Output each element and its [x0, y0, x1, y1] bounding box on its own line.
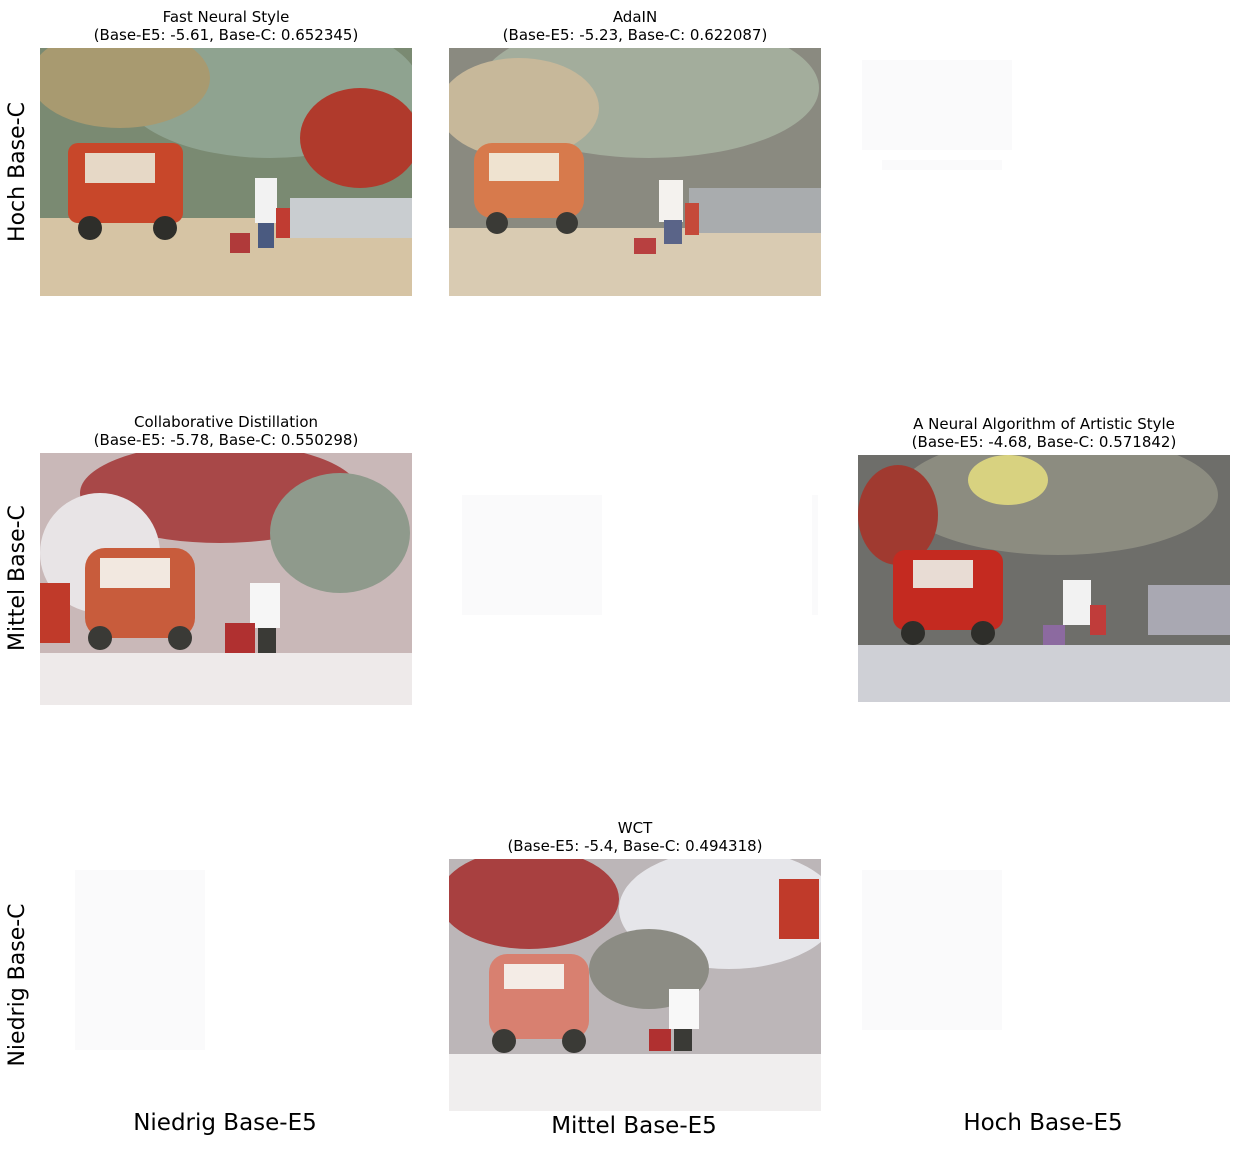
panel-collaborative-distillation: Collaborative Distillation (Base-E5: -5.… [40, 413, 412, 705]
method-name: Collaborative Distillation [134, 413, 318, 431]
empty-panel-placeholder [462, 495, 820, 625]
stylized-image [449, 48, 821, 296]
method-scores: (Base-E5: -4.68, Base-C: 0.571842) [911, 433, 1177, 451]
method-name: AdaIN [612, 8, 658, 26]
panel-title: A Neural Algorithm of Artistic Style (Ba… [858, 415, 1230, 451]
col-label-high-e5: Hoch Base-E5 [963, 1110, 1123, 1136]
panel-adain: AdaIN (Base-E5: -5.23, Base-C: 0.622087) [449, 8, 821, 296]
panel-title: WCT (Base-E5: -5.4, Base-C: 0.494318) [449, 819, 821, 855]
method-name: A Neural Algorithm of Artistic Style [913, 415, 1175, 433]
empty-panel-placeholder [862, 870, 1222, 1090]
method-scores: (Base-E5: -5.61, Base-C: 0.652345) [93, 26, 359, 44]
empty-panel-placeholder [55, 870, 405, 1090]
stylized-image [858, 455, 1230, 702]
panel-neural-algorithm-artistic-style: A Neural Algorithm of Artistic Style (Ba… [858, 415, 1230, 702]
empty-panel-placeholder [862, 60, 1222, 290]
method-scores: (Base-E5: -5.78, Base-C: 0.550298) [93, 431, 359, 449]
panel-wct: WCT (Base-E5: -5.4, Base-C: 0.494318) [449, 819, 821, 1111]
row-label-high-c: Hoch Base-C [5, 102, 30, 242]
method-scores: (Base-E5: -5.23, Base-C: 0.622087) [502, 26, 768, 44]
panel-title: Collaborative Distillation (Base-E5: -5.… [40, 413, 412, 449]
panel-title: AdaIN (Base-E5: -5.23, Base-C: 0.622087) [449, 8, 821, 44]
stylized-image [40, 48, 412, 296]
method-scores: (Base-E5: -5.4, Base-C: 0.494318) [507, 837, 763, 855]
panel-title: Fast Neural Style (Base-E5: -5.61, Base-… [40, 8, 412, 44]
row-label-low-c: Niedrig Base-C [5, 903, 30, 1067]
row-label-mid-c: Mittel Base-C [5, 505, 30, 651]
panel-fast-neural-style: Fast Neural Style (Base-E5: -5.61, Base-… [40, 8, 412, 296]
stylized-image [449, 859, 821, 1111]
col-label-mid-e5: Mittel Base-E5 [551, 1113, 717, 1139]
stylized-image [40, 453, 412, 705]
col-label-low-e5: Niedrig Base-E5 [133, 1110, 317, 1136]
method-name: WCT [617, 819, 653, 837]
method-name: Fast Neural Style [162, 8, 290, 26]
